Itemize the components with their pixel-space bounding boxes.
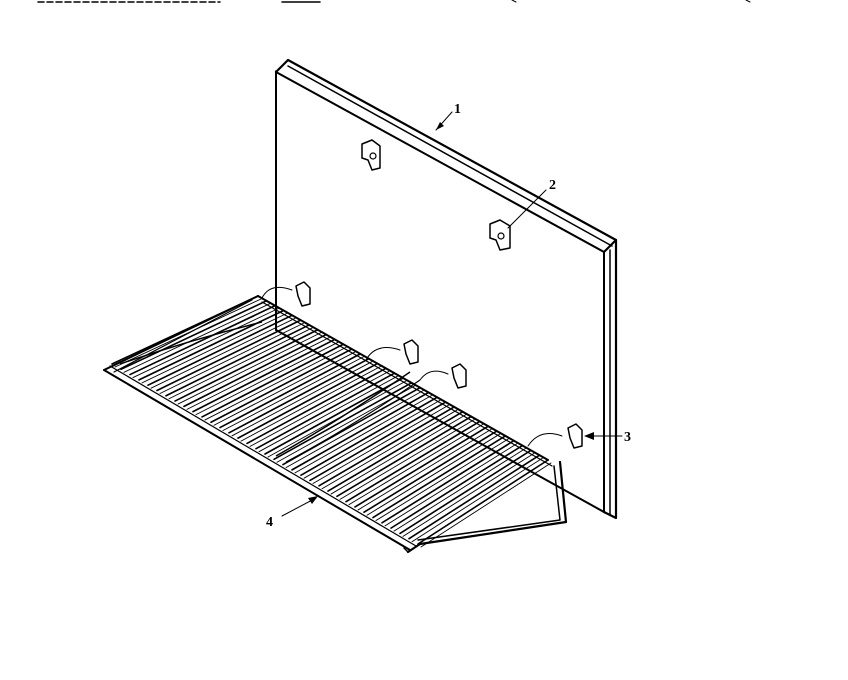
rack-rod-shadow [402, 452, 535, 537]
rack-rod-shadow [312, 404, 450, 484]
bracket-lower-1 [295, 281, 311, 307]
rack-rod-shadow [222, 356, 364, 431]
rack-rod [372, 435, 507, 519]
rack-rod [237, 362, 379, 439]
rack-rod [246, 367, 387, 445]
rack-rod-shadow [393, 448, 526, 532]
rack-rod-shadow [195, 341, 339, 416]
callout-3: 3 [584, 430, 631, 445]
rack-underside-wire [119, 321, 263, 365]
rack-rod-shadow [132, 308, 279, 379]
callout-2-label: 2 [549, 178, 556, 193]
rack-rod-shadow [321, 409, 458, 490]
rack-rod [291, 391, 430, 471]
rack-rod [210, 348, 353, 424]
rack-rod [417, 459, 549, 545]
rack-rod-shadow [240, 366, 381, 442]
rack-rod-shadow [357, 428, 492, 511]
rack-rod-shadow [249, 370, 390, 447]
callout-4-label: 4 [266, 515, 273, 530]
callout-4: 4 [266, 496, 318, 530]
rack-rod [399, 449, 532, 535]
rack-rod-shadow [141, 313, 288, 384]
bracket-lower-4 [567, 423, 583, 449]
rack-rod [147, 314, 293, 386]
rack-rod-shadow [114, 298, 262, 368]
rack-rod-shadow [339, 419, 475, 500]
rack-rod [120, 300, 268, 371]
rack-rod [327, 410, 464, 492]
rack-rod-shadow [420, 462, 552, 548]
rack-rod-shadow [186, 337, 330, 410]
wire-rack [103, 295, 553, 551]
bracket-lower-3 [451, 363, 467, 389]
rack-rod-shadow [285, 390, 424, 469]
rack-rod-shadow [375, 438, 509, 521]
rack-front-rail [103, 369, 411, 551]
rack-rod [300, 396, 438, 476]
rack-rod [381, 439, 515, 524]
rack-rod [174, 328, 319, 402]
back-panel [274, 58, 618, 520]
rack-rod-shadow [258, 375, 398, 453]
scan-artifacts [37, 0, 751, 3]
rack-rod-shadow [348, 423, 484, 506]
rack-rod [183, 333, 328, 408]
callout-2: 2 [507, 178, 556, 229]
callout-1: 1 [435, 102, 461, 131]
rack-rod [354, 425, 490, 508]
rack-rod-shadow [366, 433, 501, 516]
rack-rod-shadow [294, 395, 433, 474]
rack-support-leg [403, 460, 568, 554]
callout-3-label: 3 [624, 430, 631, 445]
rack-rod [192, 338, 336, 413]
rack-rod [264, 377, 404, 455]
rack-rod-shadow [411, 457, 543, 543]
rack-rod [111, 295, 259, 365]
rack-rod-shadow [330, 414, 467, 495]
rack-rod-shadow [159, 322, 305, 394]
rack-rod [201, 343, 345, 418]
rack-rod [129, 304, 276, 376]
rack-rod [408, 454, 541, 540]
rack-rod [345, 420, 481, 503]
rack-rod [219, 353, 362, 429]
rack-rod [363, 430, 498, 514]
rack-rod [165, 324, 310, 397]
rack-rod-shadow [231, 361, 373, 437]
rack-rod [156, 319, 302, 392]
rack-rod-shadow [213, 351, 356, 426]
bracket-lower-2 [403, 339, 419, 365]
rack-rod-shadow [204, 346, 347, 421]
rack-rod [309, 401, 447, 482]
bracket-upper-left [361, 139, 381, 171]
rack-front-rail-inner [109, 365, 417, 547]
rack-underside-wire [275, 371, 411, 457]
rack-rod [336, 415, 473, 498]
rack-side-rail-left-inner [113, 299, 253, 373]
rack-rod [228, 357, 370, 434]
rack-rod [273, 382, 413, 461]
rack-rod-shadow [150, 317, 296, 389]
callout-1-label: 1 [454, 102, 461, 117]
rack-rod-shadow [168, 327, 313, 400]
rack-rod [318, 406, 455, 487]
rack-rod-shadow [177, 332, 322, 405]
rack-rod-shadow [123, 303, 270, 373]
rack-rod [255, 372, 396, 450]
rack-underside-wire [285, 379, 421, 463]
rack-rod [390, 444, 524, 529]
bracket-upper-right [489, 219, 511, 251]
rack-rod-shadow [303, 399, 441, 479]
rack-rod-shadow [384, 443, 518, 527]
